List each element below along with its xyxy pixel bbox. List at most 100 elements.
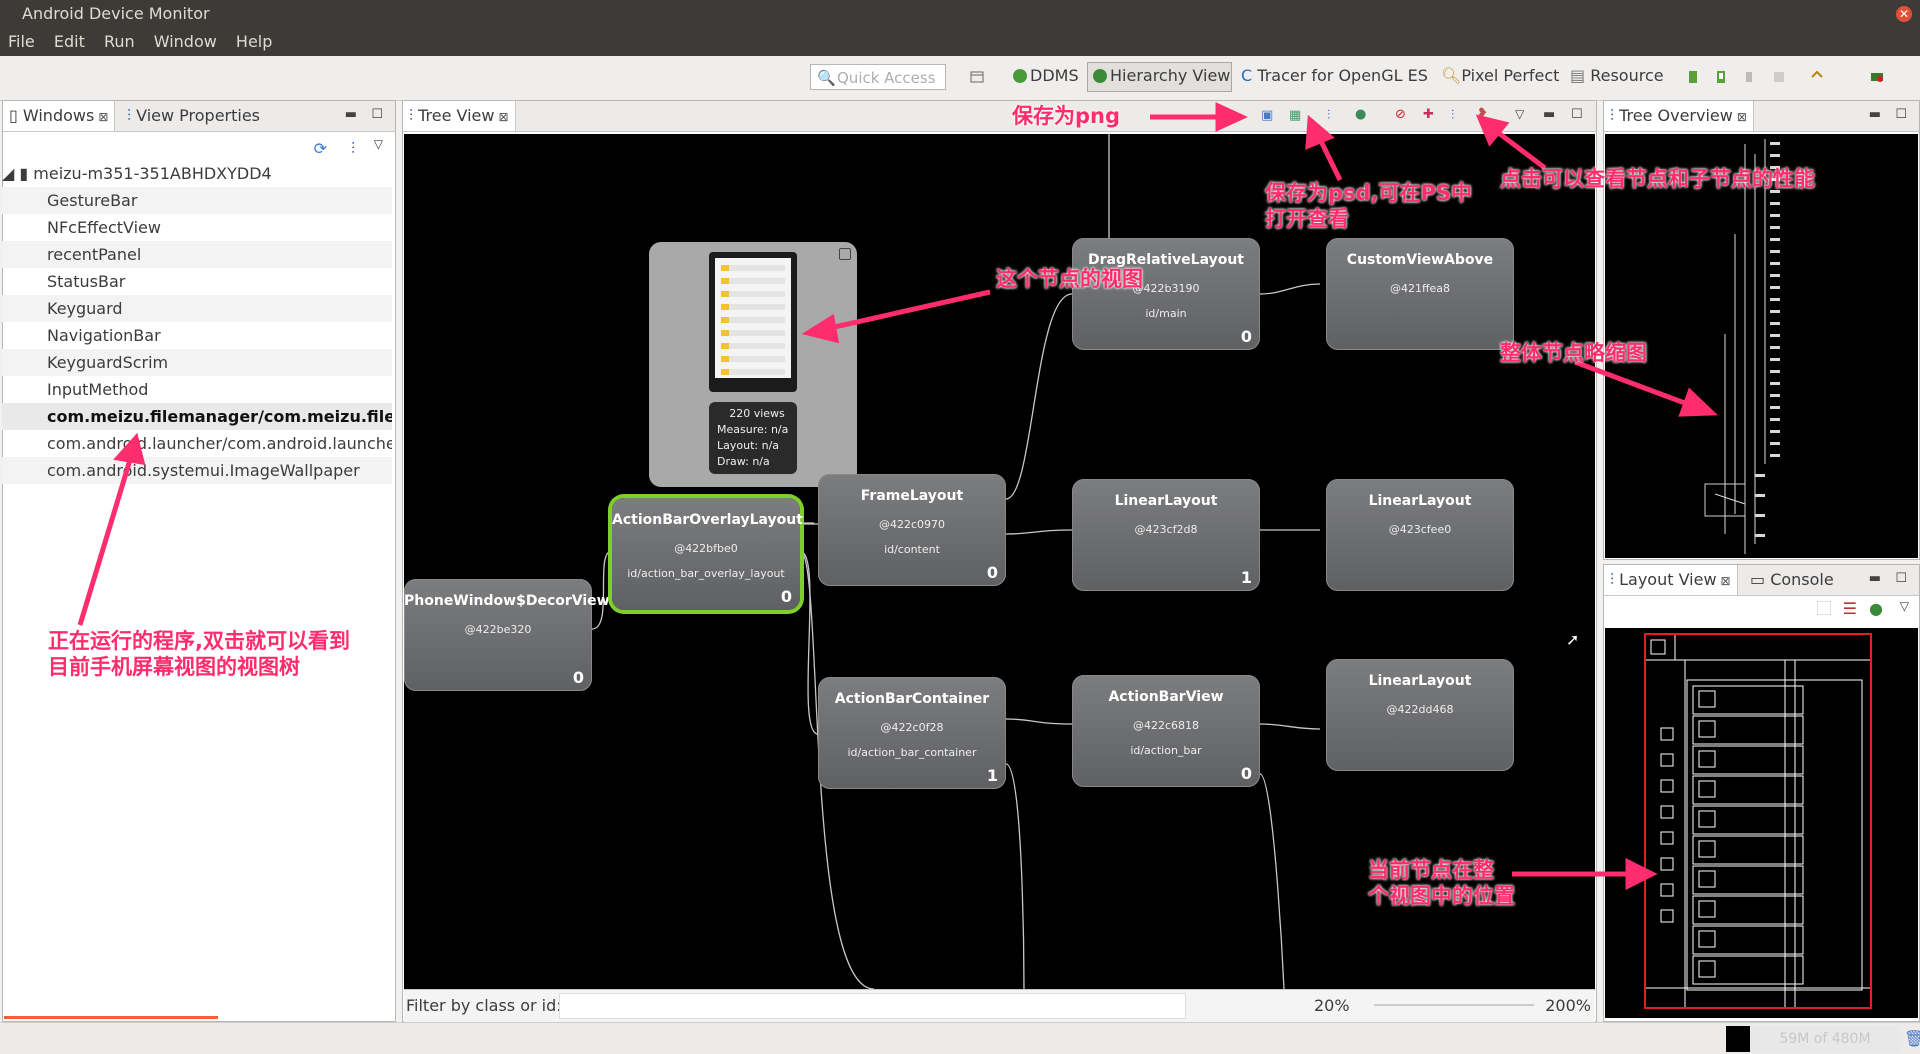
overview-viewport[interactable]: [1704, 483, 1746, 517]
load-hierarchy-icon[interactable]: ⫶: [350, 139, 355, 158]
device-row[interactable]: ◢ ▮ meizu-m351-351ABHDXYDD4: [2, 164, 272, 183]
window-item-selected[interactable]: com.meizu.filemanager/com.meizu.filemar: [2, 403, 392, 430]
windows-tabbar: ▯ Windows⊠ ⫶ View Properties ▬ ☐: [3, 101, 395, 132]
perspective-tracer[interactable]: C Tracer for OpenGL ES: [1241, 66, 1428, 85]
menu-run[interactable]: Run: [103, 32, 135, 51]
tab-windows[interactable]: ▯ Windows⊠: [3, 101, 116, 131]
preview-stats: 220 views Measure: n/a Layout: n/a Draw:…: [709, 402, 797, 474]
threads-icon[interactable]: [1772, 70, 1786, 84]
open-perspective-icon[interactable]: [970, 70, 984, 84]
window-item[interactable]: recentPanel: [2, 241, 392, 268]
window-item[interactable]: GestureBar: [2, 187, 392, 214]
maximize-icon[interactable]: ☐: [1571, 107, 1583, 122]
close-icon[interactable]: ⊠: [98, 110, 109, 124]
preview-views: 220 views: [729, 407, 785, 420]
close-icon[interactable]: ✕: [1896, 6, 1912, 22]
perspective-hierarchy-view-frame[interactable]: [1087, 62, 1232, 92]
pixel-perfect-icon: 🔍︎: [1441, 66, 1462, 85]
tree-node-selected[interactable]: ActionBarOverlayLayout @422bfbe0 id/acti…: [612, 498, 803, 610]
window-item[interactable]: com.android.systemui.ImageWallpaper: [2, 457, 392, 484]
window-item[interactable]: NFcEffectView: [47, 218, 161, 237]
window-item[interactable]: Keyguard: [2, 295, 392, 322]
minimize-icon[interactable]: ▬: [344, 107, 357, 122]
perspective-resource[interactable]: ▤ Resource: [1570, 66, 1664, 85]
quick-access-placeholder: Quick Access: [837, 69, 936, 87]
invalidate-icon[interactable]: ⊘: [1395, 107, 1406, 122]
ddms-icon: [1013, 69, 1027, 83]
view-menu-icon[interactable]: ▽: [373, 137, 383, 151]
tree-icon: ⫶: [409, 106, 419, 125]
tree-canvas[interactable]: 220 views Measure: n/a Layout: n/a Draw:…: [404, 134, 1595, 989]
status-bar: 59M of 480M 🗑︎: [0, 1022, 1920, 1054]
close-icon[interactable]: ⊠: [1736, 110, 1747, 124]
menu-help[interactable]: Help: [235, 32, 273, 51]
tree-node[interactable]: LinearLayout @422dd468: [1326, 659, 1514, 771]
tree-node[interactable]: ActionBarView @422c6818 id/action_bar 0: [1072, 675, 1260, 787]
minimize-icon[interactable]: ▬: [1543, 107, 1556, 122]
tree-node[interactable]: CustomViewAbove @421ffea8: [1326, 238, 1514, 350]
close-icon[interactable]: ⊠: [1720, 574, 1731, 588]
view-menu-icon[interactable]: ▽: [1515, 107, 1525, 121]
maximize-icon[interactable]: ☐: [1895, 107, 1907, 122]
memory-status: 59M of 480M: [1750, 1026, 1900, 1052]
save-png-icon[interactable]: ▣: [1261, 108, 1274, 123]
load-view-hierarchy-icon[interactable]: ⫶: [1327, 108, 1331, 123]
tree-node[interactable]: LinearLayout @423cfee0: [1326, 479, 1514, 591]
minimize-icon[interactable]: ▬: [1868, 107, 1881, 122]
node-preview: 220 views Measure: n/a Layout: n/a Draw:…: [649, 242, 857, 487]
profile-nodes-icon[interactable]: ❥: [1477, 106, 1488, 121]
tree-node[interactable]: ActionBarContainer @422c0f28 id/action_b…: [818, 677, 1006, 789]
tab-view-properties[interactable]: ⫶ View Properties: [127, 106, 261, 125]
perspective-ddms[interactable]: DDMS: [1013, 66, 1079, 85]
globe-icon[interactable]: ●: [1355, 107, 1367, 122]
tree-node[interactable]: PhoneWindow$DecorView @422be320 0: [404, 579, 610, 691]
download-icon[interactable]: [1686, 70, 1700, 84]
window-item[interactable]: StatusBar: [47, 272, 126, 291]
lines-icon[interactable]: ☰: [1842, 599, 1857, 618]
color-icon[interactable]: ●: [1869, 599, 1883, 618]
menu-window[interactable]: Window: [153, 32, 217, 51]
tab-tree-overview[interactable]: ⫶ Tree Overview⊠: [1604, 101, 1754, 131]
close-icon[interactable]: ⊠: [498, 110, 509, 124]
tree-overview-canvas[interactable]: [1605, 134, 1918, 558]
refresh-icon[interactable]: ⟳: [313, 139, 327, 158]
update-icon[interactable]: [1742, 70, 1756, 84]
layout-view-canvas[interactable]: [1605, 628, 1918, 1018]
filter-input[interactable]: [559, 993, 1186, 1019]
window-item[interactable]: InputMethod: [47, 380, 149, 399]
progress-indicator: [4, 1016, 218, 1019]
zoom-max-label: 200%: [1545, 996, 1591, 1015]
minimize-icon[interactable]: ▬: [1868, 571, 1881, 586]
save-psd-icon[interactable]: ▦: [1289, 108, 1302, 123]
resource-icon: ▤: [1570, 66, 1591, 85]
tab-tree-view[interactable]: ⫶ Tree View⊠: [403, 101, 516, 131]
tree-node[interactable]: DragRelativeLayout @422b3190 id/main 0: [1072, 238, 1260, 350]
quick-access-input[interactable]: 🔍 Quick Access: [810, 64, 946, 90]
zoom-slider[interactable]: [1374, 1004, 1534, 1006]
dump-display-list-icon[interactable]: ⫶: [1451, 108, 1455, 123]
perspective-pixel-perfect[interactable]: 🔍︎Pixel Perfect: [1441, 66, 1560, 85]
maximize-icon[interactable]: ☐: [1895, 571, 1907, 586]
window-item[interactable]: KeyguardScrim: [2, 349, 392, 376]
preview-toggle-icon[interactable]: [839, 248, 851, 260]
overview-thumbnail: [1704, 139, 1780, 554]
expand-icon[interactable]: ◢: [2, 164, 20, 183]
tree-node[interactable]: FrameLayout @422c0970 id/content 0: [818, 474, 1006, 586]
menu-edit[interactable]: Edit: [53, 32, 85, 51]
screen-capture-icon[interactable]: [1870, 70, 1884, 84]
layout-view-tabbar: ⫶ Layout View⊠ ▭ Console ▬ ☐: [1604, 565, 1919, 596]
window-item[interactable]: NavigationBar: [47, 326, 161, 345]
perspective-hierarchy-view[interactable]: Hierarchy View: [1093, 66, 1230, 85]
menu-file[interactable]: File: [8, 32, 35, 51]
maximize-icon[interactable]: ☐: [371, 107, 383, 122]
request-layout-icon[interactable]: ✚: [1423, 107, 1434, 122]
white-icon[interactable]: [1817, 601, 1831, 615]
tab-console[interactable]: ▭ Console: [1750, 570, 1834, 589]
heap-icon[interactable]: [1810, 70, 1824, 84]
trash-icon[interactable]: 🗑︎: [1904, 1029, 1920, 1048]
tab-layout-view[interactable]: ⫶ Layout View⊠: [1604, 565, 1738, 595]
device-icon[interactable]: [1714, 70, 1728, 84]
tree-node[interactable]: LinearLayout @423cf2d8 1: [1072, 479, 1260, 591]
layout-wireframe: [1644, 633, 1872, 1009]
view-menu-icon[interactable]: ▽: [1899, 599, 1909, 613]
